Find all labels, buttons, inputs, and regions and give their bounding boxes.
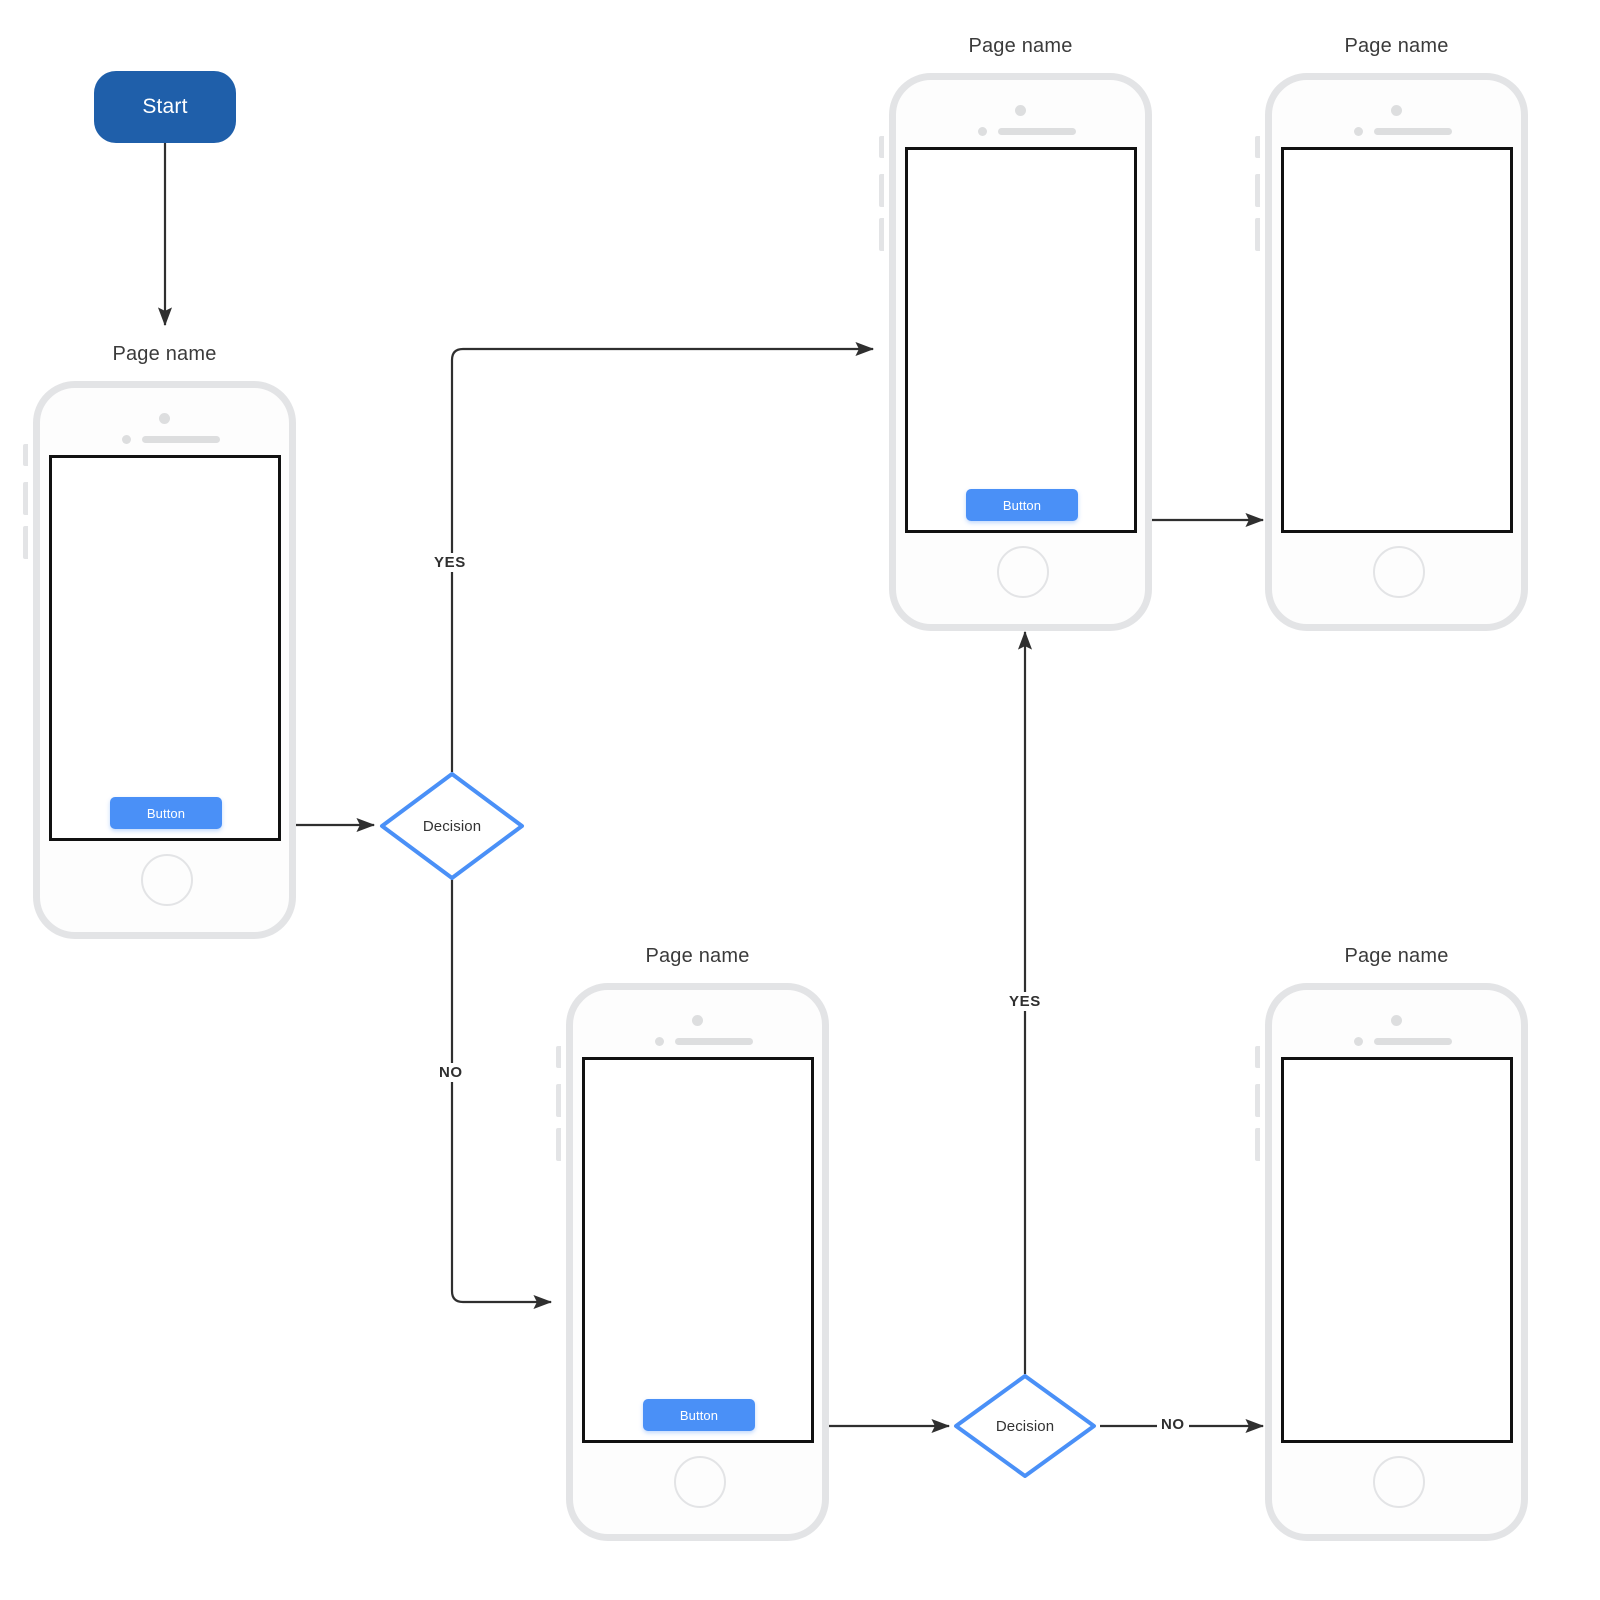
phone-speaker-icon-screen-5 <box>1374 1038 1452 1045</box>
decision-label-1: Decision <box>422 817 482 835</box>
phone-mute-switch-screen-4 <box>556 1046 561 1068</box>
phone-volume-up-screen-4 <box>556 1084 561 1117</box>
phone-mute-switch-screen-3 <box>1255 136 1260 158</box>
phone-mockup-screen-3[interactable]: Page name <box>1255 35 1528 631</box>
screen-button-label-screen-1: Button <box>146 805 186 821</box>
edge-label-decision1-yes: YES <box>430 553 470 572</box>
phone-volume-up-screen-5 <box>1255 1084 1260 1117</box>
phone-mockup-screen-1[interactable]: Page name Button <box>23 343 296 939</box>
phone-home-button-screen-3[interactable] <box>1373 546 1425 598</box>
phone-home-button-screen-5[interactable] <box>1373 1456 1425 1508</box>
phone-camera-icon-screen-2 <box>1015 105 1026 116</box>
decision-node-2[interactable]: Decision <box>952 1372 1098 1480</box>
phone-home-button-screen-2[interactable] <box>997 546 1049 598</box>
phone-speaker-icon-screen-3 <box>1374 128 1452 135</box>
phone-sensor-icon-screen-3 <box>1354 127 1363 136</box>
phone-mute-switch-screen-1 <box>23 444 28 466</box>
phone-mockup-screen-4[interactable]: Page name Button <box>556 945 829 1541</box>
page-title-screen-2: Page name <box>968 35 1073 57</box>
phone-home-button-screen-4[interactable] <box>674 1456 726 1508</box>
screen-button-screen-2[interactable]: Button <box>966 489 1078 521</box>
phone-mockup-screen-2[interactable]: Page name Button <box>879 35 1152 631</box>
phone-screen-area-screen-4: Button <box>582 1057 814 1443</box>
phone-mute-switch-screen-2 <box>879 136 884 158</box>
connector-decision1-no-to-screen4 <box>450 879 553 1310</box>
decision-node-1[interactable]: Decision <box>378 770 526 882</box>
phone-speaker-icon-screen-2 <box>998 128 1076 135</box>
phone-volume-up-screen-3 <box>1255 174 1260 207</box>
page-title-screen-5: Page name <box>1344 945 1449 967</box>
phone-camera-icon-screen-4 <box>692 1015 703 1026</box>
phone-sensor-icon-screen-5 <box>1354 1037 1363 1046</box>
start-node[interactable]: Start <box>94 71 236 143</box>
screen-button-label-screen-2: Button <box>1002 497 1042 513</box>
phone-volume-down-screen-5 <box>1255 1128 1260 1161</box>
page-title-screen-4: Page name <box>645 945 750 967</box>
phone-volume-down-screen-4 <box>556 1128 561 1161</box>
phone-sensor-icon-screen-4 <box>655 1037 664 1046</box>
phone-screen-area-screen-1: Button <box>49 455 281 841</box>
phone-volume-up-screen-1 <box>23 482 28 515</box>
screen-button-label-screen-4: Button <box>679 1407 719 1423</box>
page-title-screen-1: Page name <box>112 343 217 365</box>
page-title-screen-3: Page name <box>1344 35 1449 57</box>
phone-volume-up-screen-2 <box>879 174 884 207</box>
phone-screen-area-screen-3 <box>1281 147 1513 533</box>
edge-label-decision2-yes: YES <box>1005 992 1045 1011</box>
phone-camera-icon-screen-3 <box>1391 105 1402 116</box>
phone-sensor-icon-screen-2 <box>978 127 987 136</box>
phone-volume-down-screen-2 <box>879 218 884 251</box>
phone-sensor-icon-screen-1 <box>122 435 131 444</box>
phone-volume-down-screen-1 <box>23 526 28 559</box>
phone-speaker-icon-screen-4 <box>675 1038 753 1045</box>
phone-screen-area-screen-2: Button <box>905 147 1137 533</box>
start-node-label: Start <box>142 95 188 118</box>
edge-label-decision1-no: NO <box>435 1063 467 1082</box>
screen-button-screen-4[interactable]: Button <box>643 1399 755 1431</box>
phone-camera-icon-screen-1 <box>159 413 170 424</box>
phone-camera-icon-screen-5 <box>1391 1015 1402 1026</box>
screen-button-screen-1[interactable]: Button <box>110 797 222 829</box>
phone-mockup-screen-5[interactable]: Page name <box>1255 945 1528 1541</box>
phone-mute-switch-screen-5 <box>1255 1046 1260 1068</box>
decision-diamond-2-shape <box>954 1374 1096 1478</box>
phone-screen-area-screen-5 <box>1281 1057 1513 1443</box>
decision-diamond-1-shape <box>380 772 524 880</box>
connector-decision1-yes-to-screen2 <box>450 341 875 772</box>
edge-label-decision2-no: NO <box>1157 1415 1189 1434</box>
phone-volume-down-screen-3 <box>1255 218 1260 251</box>
phone-speaker-icon-screen-1 <box>142 436 220 443</box>
decision-label-2: Decision <box>995 1417 1055 1435</box>
phone-home-button-screen-1[interactable] <box>141 854 193 906</box>
